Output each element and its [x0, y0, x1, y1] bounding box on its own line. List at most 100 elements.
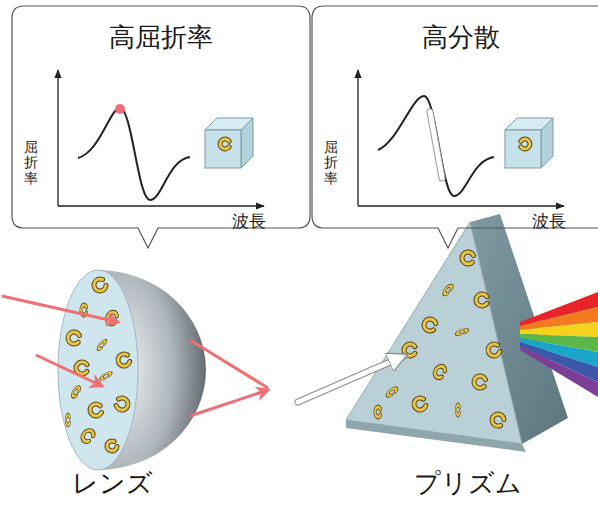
axis-label: 波長 — [532, 210, 566, 233]
art-shape — [443, 285, 453, 296]
art-shape — [433, 364, 447, 379]
bubble-title: 高分散 — [312, 6, 598, 55]
axis-label: 屈折率 — [324, 140, 338, 186]
art-shape — [220, 139, 229, 149]
art-shape — [115, 397, 129, 412]
figure-label: プリズム — [414, 466, 522, 501]
art-shape — [57, 70, 58, 206]
art-shape — [190, 340, 268, 388]
art-shape — [89, 403, 102, 417]
art-shape — [476, 294, 487, 306]
art-shape — [241, 118, 253, 168]
art-shape — [375, 407, 380, 417]
art-shape — [433, 364, 447, 379]
art-shape — [67, 331, 80, 345]
art-shape — [80, 428, 94, 443]
art-shape — [375, 407, 380, 417]
art-shape — [521, 139, 530, 149]
art-shape — [115, 104, 125, 114]
art-shape — [422, 317, 436, 332]
dispersion-graph — [358, 70, 564, 206]
art-shape — [346, 222, 522, 444]
art-shape — [71, 386, 80, 397]
art-shape — [412, 397, 426, 412]
art-shape — [457, 328, 468, 335]
art-shape — [461, 251, 474, 265]
art-shape — [80, 428, 94, 443]
art-shape — [205, 130, 241, 168]
art-shape — [36, 355, 102, 386]
art-shape — [486, 343, 500, 358]
art-shape — [76, 362, 87, 374]
art-shape — [473, 375, 486, 389]
art-shape — [101, 372, 111, 380]
art-shape — [461, 251, 474, 265]
art-shape — [71, 386, 80, 397]
lens-figure — [2, 270, 268, 470]
art-shape — [422, 317, 436, 332]
art-shape — [92, 277, 107, 293]
art-shape — [476, 294, 487, 306]
art-shape — [67, 331, 80, 345]
art-shape — [58, 205, 264, 206]
art-shape — [220, 139, 229, 149]
art-shape — [92, 277, 107, 293]
art-shape — [97, 340, 106, 350]
art-shape — [486, 343, 500, 358]
art-shape — [105, 440, 118, 453]
art-shape — [457, 328, 468, 335]
art-shape — [76, 362, 87, 374]
art-shape — [375, 251, 505, 428]
art-shape — [490, 412, 505, 428]
dispersion-graph — [58, 70, 264, 206]
art-shape — [443, 285, 453, 296]
art-shape — [205, 118, 253, 168]
art-shape — [358, 205, 564, 206]
art-shape — [490, 412, 505, 428]
art-shape — [66, 415, 70, 425]
art-shape — [387, 387, 398, 397]
art-shape — [412, 397, 426, 412]
art-shape — [521, 139, 530, 149]
art-shape — [505, 118, 553, 168]
art-shape — [97, 340, 106, 350]
callout-bubble: 高屈折率 — [12, 6, 310, 228]
axis-label: 波長 — [232, 210, 266, 233]
art-shape — [66, 277, 131, 453]
art-shape — [67, 331, 80, 345]
bubble-title: 高屈折率 — [12, 6, 310, 55]
art-shape — [520, 292, 598, 397]
axis-label: 屈折率 — [24, 140, 38, 186]
art-shape — [116, 353, 130, 368]
art-shape — [101, 372, 111, 380]
art-shape — [66, 415, 70, 425]
art-shape — [473, 375, 486, 389]
art-shape — [461, 251, 474, 265]
art-shape — [105, 440, 118, 453]
art-shape — [101, 372, 111, 380]
art-shape — [89, 403, 102, 417]
art-shape — [433, 364, 447, 379]
art-shape — [375, 407, 380, 417]
bubble-border — [12, 6, 310, 248]
art-shape — [456, 405, 460, 415]
art-shape — [357, 70, 358, 206]
art-shape — [473, 375, 486, 389]
art-shape — [66, 415, 70, 425]
art-shape — [387, 387, 398, 397]
art-shape — [457, 328, 468, 335]
art-shape — [476, 294, 487, 306]
art-shape — [387, 387, 398, 397]
art-shape — [89, 403, 102, 417]
figure-label: レンズ — [72, 466, 153, 501]
art-shape — [115, 397, 129, 412]
art-shape — [486, 343, 500, 358]
bubble-border — [312, 6, 598, 248]
art-shape — [76, 362, 87, 374]
art-shape — [505, 130, 541, 168]
art-shape — [490, 412, 505, 428]
art-shape — [378, 96, 494, 196]
art-shape — [2, 296, 118, 322]
art-shape — [430, 112, 442, 178]
cube-icon — [205, 118, 553, 168]
